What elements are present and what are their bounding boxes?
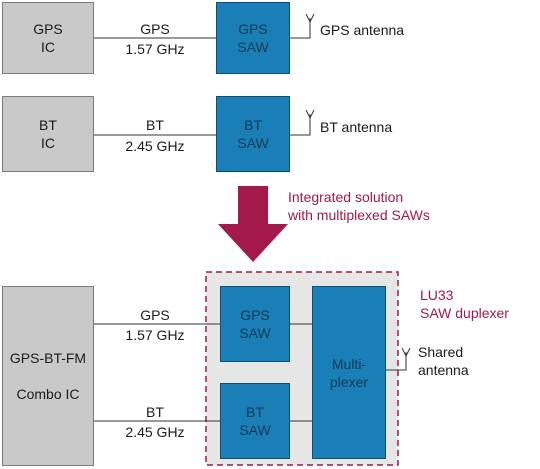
module-part-number: LU33 [420, 287, 454, 303]
combo-ic-name: Combo IC [16, 386, 80, 402]
bt-link-frequency: 2.45 GHz [100, 137, 210, 155]
bt-ic-label: BT [39, 117, 57, 133]
bt-ic-label: IC [41, 135, 55, 151]
multiplexer-label: Multi- [331, 355, 367, 372]
bt-link-label: BT [100, 116, 210, 134]
gps-link-label: GPS [140, 307, 170, 323]
combo-ic-box: GPS-BT-FM Combo IC [2, 286, 94, 466]
bt-saw-label: SAW [237, 135, 269, 151]
combo-ic-name: GPS-BT-FM [9, 350, 87, 366]
gps-saw-label: GPS [240, 307, 270, 323]
module-name: LU33 SAW duplexer [420, 286, 509, 322]
multiplexer-label: plexer [329, 373, 369, 390]
gps-link-frequency: 1.57 GHz [125, 327, 185, 343]
transition-line: Integrated solution [288, 189, 404, 205]
gps-link-name: GPS [140, 21, 170, 37]
bt-link-label: BT [146, 404, 164, 420]
bt-saw-label: BT [246, 404, 264, 420]
bt-link-name: BT [146, 117, 164, 133]
gps-antenna-label: GPS antenna [320, 22, 405, 38]
gps-ic-label: GPS [33, 21, 63, 37]
bt-saw-box: BT SAW [220, 383, 290, 459]
bt-frequency: 2.45 GHz [125, 138, 185, 154]
antenna-icon [290, 109, 315, 136]
down-arrow-icon [218, 186, 288, 262]
gps-link-label: GPS [100, 20, 210, 38]
gps-saw-label: SAW [237, 39, 269, 55]
bt-saw-box: BT SAW [216, 96, 290, 172]
gps-saw-label: SAW [239, 325, 271, 341]
transition-line: with multiplexed SAWs [288, 207, 430, 223]
gps-saw-box: GPS SAW [216, 2, 290, 74]
antenna-icon [386, 347, 411, 371]
bt-antenna-label: BT antenna [320, 119, 393, 135]
transition-caption: Integrated solution with multiplexed SAW… [288, 188, 430, 224]
gps-saw-box: GPS SAW [220, 286, 290, 362]
gps-saw-label: GPS [238, 21, 268, 37]
bt-saw-label: BT [244, 117, 262, 133]
gps-frequency: 1.57 GHz [125, 41, 185, 57]
shared-antenna-line: Shared [418, 344, 464, 360]
bt-link-frequency: 2.45 GHz [125, 424, 185, 440]
shared-antenna-label: Shared antenna [418, 343, 469, 379]
bt-saw-label: SAW [239, 422, 271, 438]
bt-ic-box: BT IC [2, 96, 94, 172]
antenna-icon [290, 13, 315, 39]
module-description: SAW duplexer [420, 305, 509, 321]
gps-link-frequency: 1.57 GHz [100, 40, 210, 58]
multiplexer-box: Multi- plexer [312, 286, 386, 459]
gps-ic-label: IC [41, 39, 55, 55]
gps-ic-box: GPS IC [2, 2, 94, 74]
shared-antenna-line: antenna [418, 362, 469, 378]
